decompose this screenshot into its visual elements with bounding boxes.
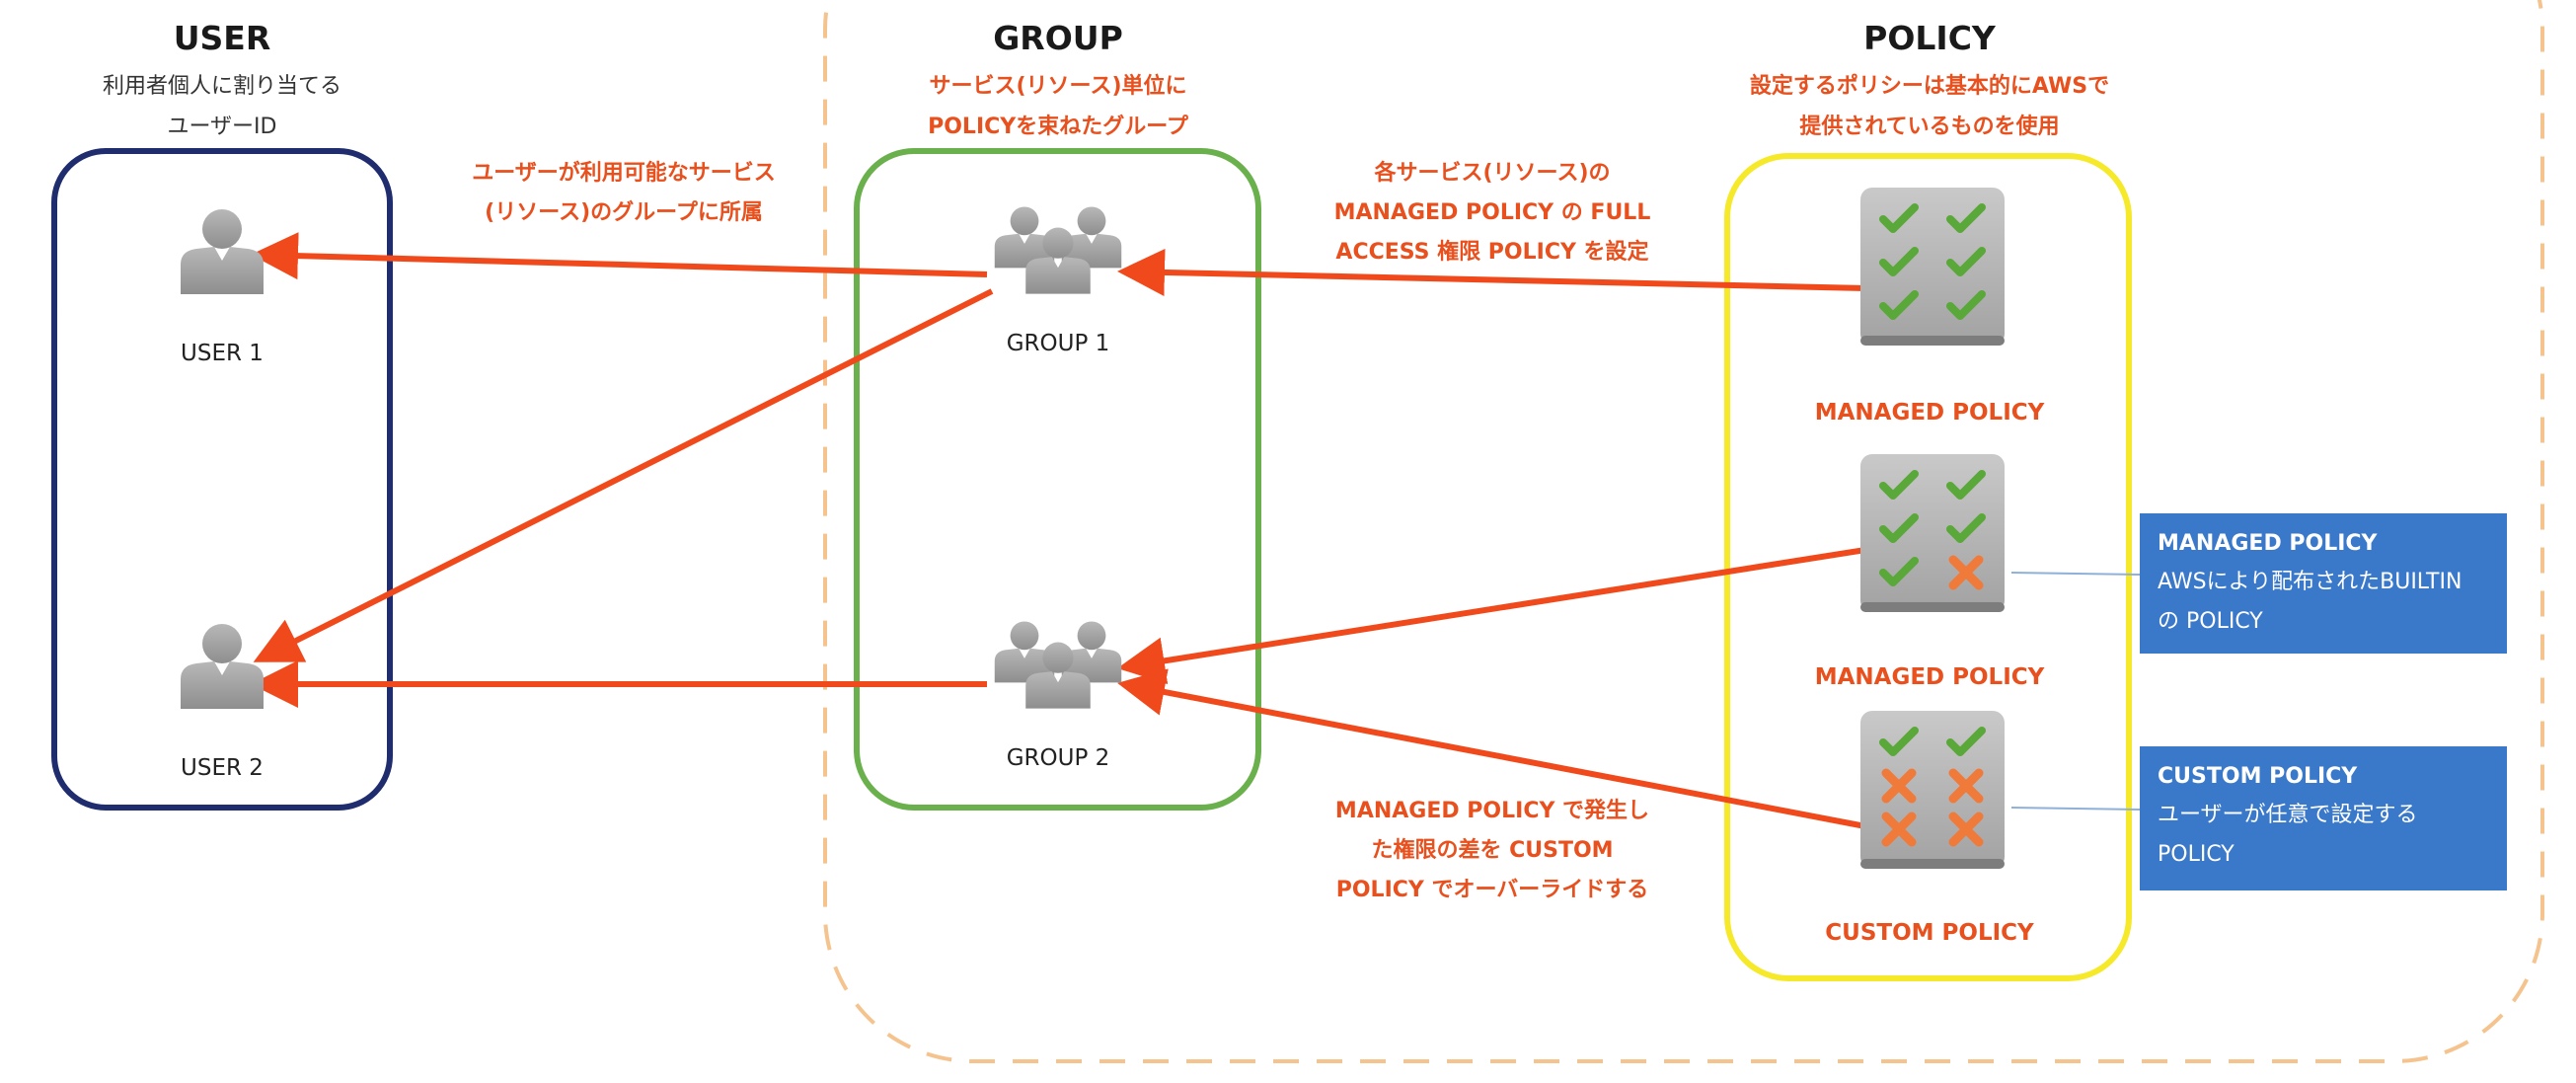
legend-custom-title: CUSTOM POLICY <box>2158 764 2358 789</box>
annotation-override-line-1: MANAGED POLICY で発生し <box>1335 799 1649 823</box>
legend-custom-line-2: POLICY <box>2158 842 2235 867</box>
policy-column-box <box>1724 153 2132 981</box>
legend-connector-custom <box>2010 807 2141 811</box>
legend-custom-policy: CUSTOM POLICY ユーザーが任意で設定する POLICY <box>2140 746 2507 890</box>
legend-custom-line-1: ユーザーが任意で設定する <box>2158 803 2418 827</box>
annotation-override-line-3: POLICY でオーバーライドする <box>1336 878 1649 902</box>
annotation-full-access-line-1: 各サービス(リソース)の <box>1373 160 1610 186</box>
group-2-label: GROUP 2 <box>1007 745 1110 771</box>
group-2-people-group-icon <box>994 621 1122 709</box>
user-subtitle-line-2: ユーザーID <box>168 115 277 139</box>
annotation-full-access-line-3: ACCESS 権限 POLICY を設定 <box>1335 239 1648 265</box>
arrow-managed-full-to-group1 <box>1117 248 1866 296</box>
arrow-group1-to-user1 <box>251 232 988 280</box>
group-1-label: GROUP 1 <box>1007 331 1110 356</box>
policy-subtitle-line-1: 設定するポリシーは基本的にAWSで <box>1750 73 2109 99</box>
custom-policy-label: CUSTOM POLICY <box>1825 920 2034 946</box>
managed-policy-partial-label: MANAGED POLICY <box>1815 664 2045 690</box>
group-column-box <box>854 148 1261 811</box>
annotation-override-line-2: た権限の差を CUSTOM <box>1371 837 1613 863</box>
arrow-managed-partial-to-group2 <box>1117 547 1866 685</box>
managed-policy-partial-document-icon <box>1860 454 2005 612</box>
group-heading: GROUP <box>993 19 1123 57</box>
user-2-label: USER 2 <box>181 755 264 781</box>
user-1-label: USER 1 <box>181 341 264 366</box>
user-column-box <box>51 148 393 811</box>
managed-policy-full-label: MANAGED POLICY <box>1815 400 2045 425</box>
custom-policy-document-icon <box>1860 711 2005 869</box>
legend-managed-line-2: の POLICY <box>2158 609 2263 634</box>
group-subtitle-line-2: POLICYを束ねたグループ <box>928 114 1189 139</box>
group-subtitle-line-1: サービス(リソース)単位に <box>929 73 1186 99</box>
legend-connector-managed <box>2010 572 2141 576</box>
annotation-membership-line-1: ユーザーが利用可能なサービス <box>472 160 776 186</box>
outer-dashed-region <box>823 0 2544 1063</box>
arrow-custom-to-group2 <box>1117 668 1866 829</box>
managed-policy-full-document-icon <box>1860 188 2005 346</box>
policy-heading: POLICY <box>1863 19 1997 57</box>
arrow-group1-to-user2 <box>253 288 994 662</box>
annotation-full-access-line-2: MANAGED POLICY の FULL <box>1334 200 1651 225</box>
legend-managed-policy: MANAGED POLICY AWSにより配布されたBUILTIN の POLI… <box>2140 513 2507 654</box>
group-1-people-group-icon <box>994 206 1122 294</box>
legend-managed-title: MANAGED POLICY <box>2158 531 2379 556</box>
annotation-membership-line-2: (リソース)のグループに所属 <box>485 199 763 225</box>
legend-managed-line-1: AWSにより配布されたBUILTIN <box>2158 570 2462 594</box>
user-2-person-icon <box>181 624 264 709</box>
user-subtitle-line-1: 利用者個人に割り当てる <box>103 74 341 99</box>
user-heading: USER <box>174 19 271 57</box>
user-1-person-icon <box>181 209 264 294</box>
policy-subtitle-line-2: 提供されているものを使用 <box>1799 114 2059 139</box>
